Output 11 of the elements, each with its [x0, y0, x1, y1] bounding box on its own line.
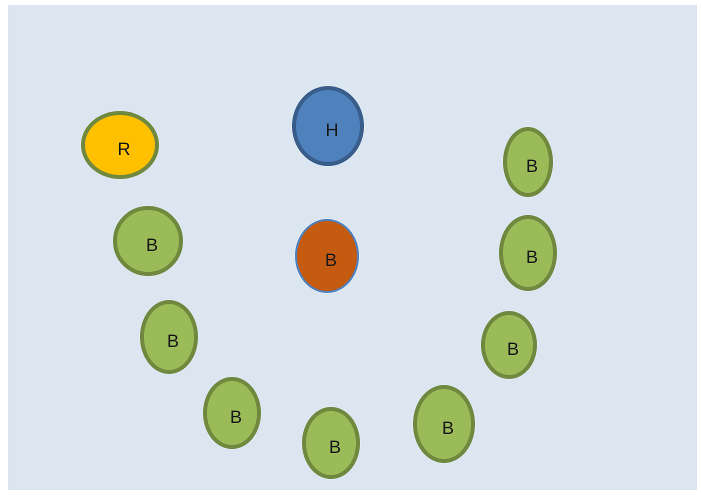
node-letter: B — [526, 246, 538, 268]
node-letter: B — [230, 406, 242, 428]
node-letter: R — [118, 138, 130, 160]
node-letter: B — [146, 234, 158, 256]
node-letter: B — [526, 156, 538, 176]
node-letter: B — [506, 338, 519, 360]
node-letter: H — [326, 120, 338, 140]
node-letter: B — [166, 330, 179, 352]
node-letter: B — [328, 436, 341, 458]
node-letter: B — [324, 250, 337, 270]
node-letter: B — [442, 418, 454, 438]
